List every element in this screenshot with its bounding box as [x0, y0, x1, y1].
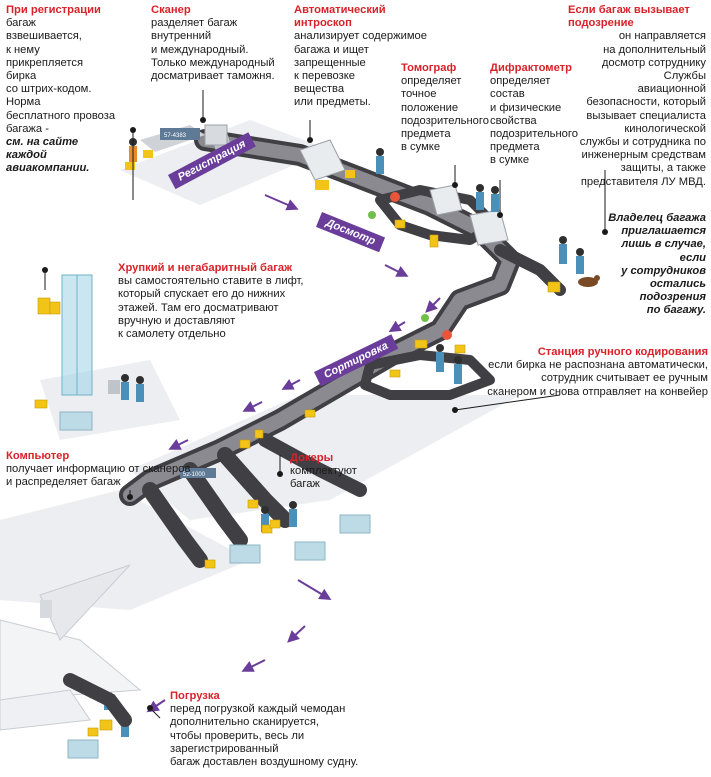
note-dockers-body: комплектуют багаж	[290, 465, 357, 491]
note-registration-title: При регистрации	[6, 4, 101, 16]
note-computer-title: Компьютер	[6, 450, 70, 462]
note-diffractometer: Дифрактометр определяет состав и физичес…	[490, 62, 585, 168]
note-fragile: Хрупкий и негабаритный багаж вы самостоя…	[118, 262, 318, 341]
note-scanner: Сканер разделяет багаж внутренний и межд…	[151, 4, 281, 83]
loading-belt	[63, 673, 132, 727]
note-fragile-title: Хрупкий и негабаритный багаж	[118, 262, 293, 274]
note-xray-title: Автоматический интроскоп	[294, 4, 386, 30]
note-registration-body: багаж взвешивается, к нему прикрепляется…	[6, 17, 116, 135]
note-manual-title: Станция ручного кодирования	[537, 346, 708, 358]
note-owner-body: Владелец багажа приглашается лишь в случ…	[608, 212, 706, 317]
note-computer: Компьютер получает информацию от сканеро…	[6, 450, 206, 490]
note-xray: Автоматический интроскоп анализирует сод…	[294, 4, 434, 110]
note-suspicion-title: Если багаж вызывает подозрение	[568, 4, 690, 30]
note-loading-title: Погрузка	[170, 690, 220, 702]
note-suspicion: Если багаж вызывает подозрение он направ…	[568, 4, 706, 189]
baggage-lift	[61, 274, 120, 396]
sorting-sign: 52-1000	[180, 468, 216, 478]
barcode-scanner	[204, 124, 228, 146]
note-diffractometer-title: Дифрактометр	[490, 62, 572, 74]
conveyor-belt	[119, 129, 566, 568]
note-diffractometer-body: определяет состав и физические свойства …	[490, 75, 578, 167]
svg-text:52-1000: 52-1000	[183, 472, 206, 478]
note-registration-emphasis: см. на сайте каждой авиакомпании.	[6, 136, 90, 175]
leader-dots	[42, 117, 608, 711]
note-scanner-body: разделяет багаж внутренний и международн…	[151, 17, 275, 83]
status-lights	[368, 192, 452, 340]
note-dockers-title: Докеры	[290, 452, 334, 464]
note-tomograph: Томограф определяет точное положение под…	[401, 62, 491, 154]
note-fragile-body: вы самостоятельно ставите в лифт, которы…	[118, 275, 304, 341]
tomograph-machine	[429, 184, 463, 216]
note-owner: Владелец багажа приглашается лишь в случ…	[590, 212, 706, 318]
note-suspicion-body: он направляется на дополнительный досмот…	[579, 30, 706, 188]
note-loading-body: перед погрузкой каждый чемодан дополните…	[170, 703, 359, 769]
note-manual-body: если бирка не распознана автоматически, …	[487, 359, 708, 398]
svg-text:57-4383: 57-4383	[164, 133, 187, 139]
workers	[104, 148, 584, 737]
note-computer-body: получает информацию от сканеров и распре…	[6, 463, 191, 489]
sniffer-dog	[578, 275, 600, 287]
note-tomograph-title: Томограф	[401, 62, 457, 74]
note-manual: Станция ручного кодирования если бирка н…	[468, 346, 708, 399]
xray-machine	[299, 139, 355, 190]
diffractometer-machine	[469, 209, 509, 246]
note-loading: Погрузка перед погрузкой каждый чемодан …	[170, 690, 410, 769]
note-registration: При регистрации багаж взвешивается, к не…	[6, 4, 124, 176]
note-xray-body: анализирует содержимое багажа и ищет зап…	[294, 30, 427, 109]
flow-arrows	[146, 194, 441, 713]
airplane	[0, 564, 142, 731]
note-scanner-title: Сканер	[151, 4, 191, 16]
note-tomograph-body: определяет точное положение подозрительн…	[401, 75, 489, 154]
baggage-carts	[59, 411, 371, 759]
note-dockers: Докеры комплектуют багаж	[290, 452, 380, 492]
